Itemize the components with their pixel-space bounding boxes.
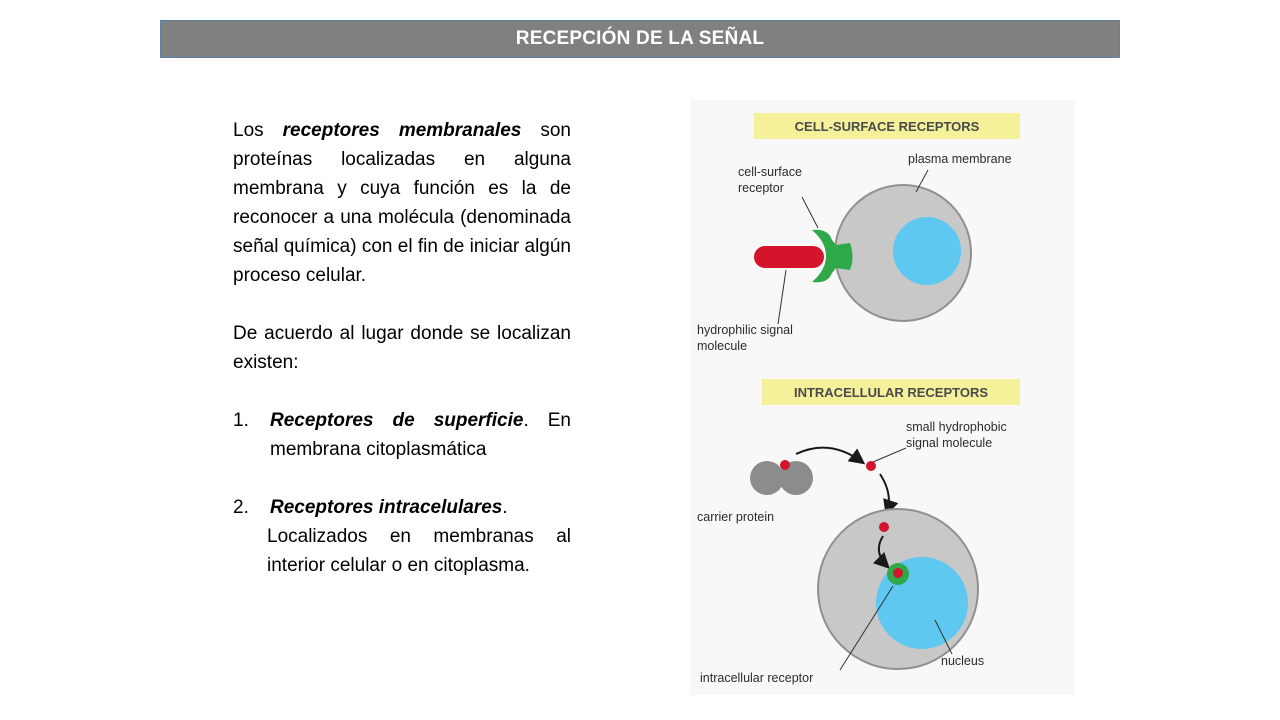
label-intracellular-receptor: intracellular receptor [700, 671, 813, 685]
label-cell-surface-2: receptor [738, 181, 784, 195]
signal-in-cytoplasm [879, 522, 889, 532]
free-signal [866, 461, 876, 471]
carrier-bound-signal [780, 460, 790, 470]
paragraph-definition-body: son proteínas localizadas en alguna memb… [233, 120, 571, 286]
paragraph-definition: Los receptores membranales son proteínas… [233, 116, 571, 290]
list-item: 1. Receptores de superficie. En membrana… [233, 406, 571, 464]
list-number: 1. [233, 406, 270, 464]
label-cell-surface-1: cell-surface [738, 165, 802, 179]
list-item-desc: . [502, 497, 507, 518]
list-item-body: Receptores de superficie. En membrana ci… [270, 406, 571, 464]
leader-hydrophilic [778, 270, 786, 324]
arrow-release [796, 448, 862, 462]
label-plasma-membrane: plasma membrane [908, 152, 1012, 166]
paragraph-definition-lead: Los [233, 120, 283, 141]
list-number: 2. [233, 493, 270, 522]
list-item: 2. Receptores intracelulares. [233, 493, 571, 522]
receptor-diagram: CELL-SURFACE RECEPTORS cell-surface rece… [690, 100, 1075, 695]
arrow-entry [880, 474, 889, 512]
label-carrier-protein: carrier protein [697, 510, 774, 524]
receptor-diagram-svg: CELL-SURFACE RECEPTORS cell-surface rece… [690, 100, 1075, 695]
label-hydrophilic-2: molecule [697, 339, 747, 353]
slide-title-bar: RECEPCIÓN DE LA SEÑAL [160, 20, 1120, 58]
bound-signal [893, 568, 903, 578]
text-column: Los receptores membranales son proteínas… [233, 116, 571, 580]
label-small-hydrophobic-1: small hydrophobic [906, 420, 1007, 434]
header-intracellular: INTRACELLULAR RECEPTORS [794, 385, 988, 400]
paragraph-intro-list: De acuerdo al lugar donde se localizan e… [233, 319, 571, 377]
term-receptores-membranales: receptores membranales [283, 120, 522, 141]
header-cell-surface: CELL-SURFACE RECEPTORS [795, 119, 980, 134]
nucleus-top [893, 217, 961, 285]
term-receptores-superficie: Receptores de superficie [270, 410, 523, 431]
list-item-body: Receptores intracelulares. [270, 493, 571, 522]
leader-small-hydrophobic [873, 448, 906, 462]
label-small-hydrophobic-2: signal molecule [906, 436, 992, 450]
label-hydrophilic-1: hydrophilic signal [697, 323, 793, 337]
slide-title: RECEPCIÓN DE LA SEÑAL [516, 28, 764, 50]
list-item-continuation: Localizados en membranas al interior cel… [233, 522, 571, 580]
carrier-protein-left [750, 461, 784, 495]
term-receptores-intracelulares: Receptores intracelulares [270, 497, 502, 518]
label-nucleus: nucleus [941, 654, 984, 668]
leader-receptor [802, 197, 818, 228]
hydrophilic-signal-shape [754, 246, 824, 268]
